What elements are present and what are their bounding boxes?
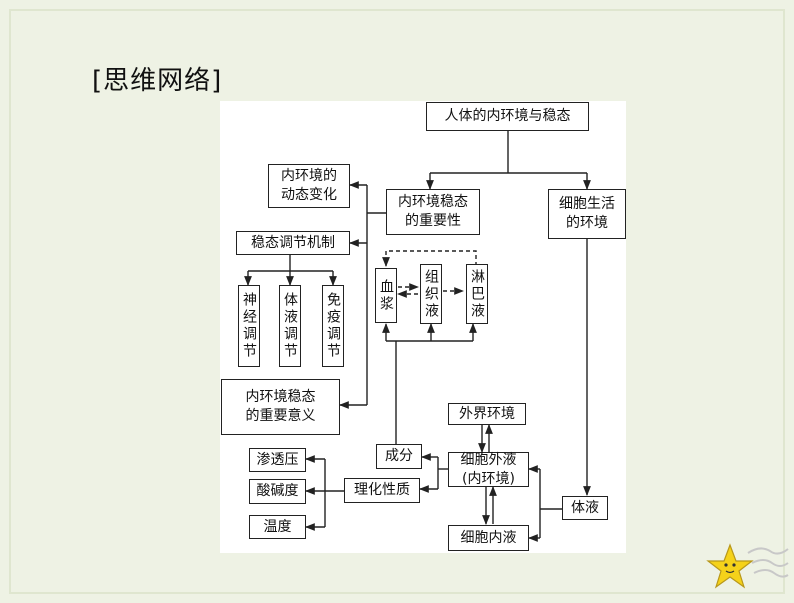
osmotic-pressure-node: 渗透压: [249, 448, 306, 472]
plasma-node: 血浆: [375, 268, 397, 323]
intracellular-fluid-node: 细胞内液: [448, 525, 529, 551]
tissue-fluid-node: 组织液: [420, 264, 442, 324]
neural-regulation-node: 神经调节: [238, 285, 260, 367]
concept-map-panel: 人体的内环境与稳态 内环境的 动态变化 内环境稳态 的重要性 细胞生活 的环境 …: [220, 101, 626, 553]
composition-node: 成分: [376, 444, 422, 469]
ph-node: 酸碱度: [249, 479, 306, 504]
connector-lines: [244, 131, 591, 542]
dynamic-change-node: 内环境的 动态变化: [268, 164, 350, 208]
regulation-mechanism-node: 稳态调节机制: [236, 231, 350, 255]
immune-regulation-node: 免疫调节: [322, 285, 344, 367]
humoral-regulation-node: 体液调节: [279, 285, 301, 367]
external-environment-node: 外界环境: [448, 403, 526, 425]
body-fluid-node: 体液: [562, 496, 608, 520]
extracellular-fluid-node: 细胞外液 (内环境): [448, 452, 529, 487]
slide-border: [9, 9, 785, 594]
homeostasis-importance-node: 内环境稳态 的重要性: [386, 189, 480, 235]
page-heading: [思维网络]: [92, 66, 223, 96]
lymph-node: 淋巴液: [466, 264, 488, 324]
homeostasis-significance-node: 内环境稳态 的重要意义: [221, 379, 340, 435]
cell-environment-node: 细胞生活 的环境: [548, 189, 626, 239]
physicochemical-properties-node: 理化性质: [344, 478, 420, 503]
root-node: 人体的内环境与稳态: [426, 102, 589, 131]
temperature-node: 温度: [249, 515, 306, 539]
star-decoration-icon: [706, 543, 789, 589]
